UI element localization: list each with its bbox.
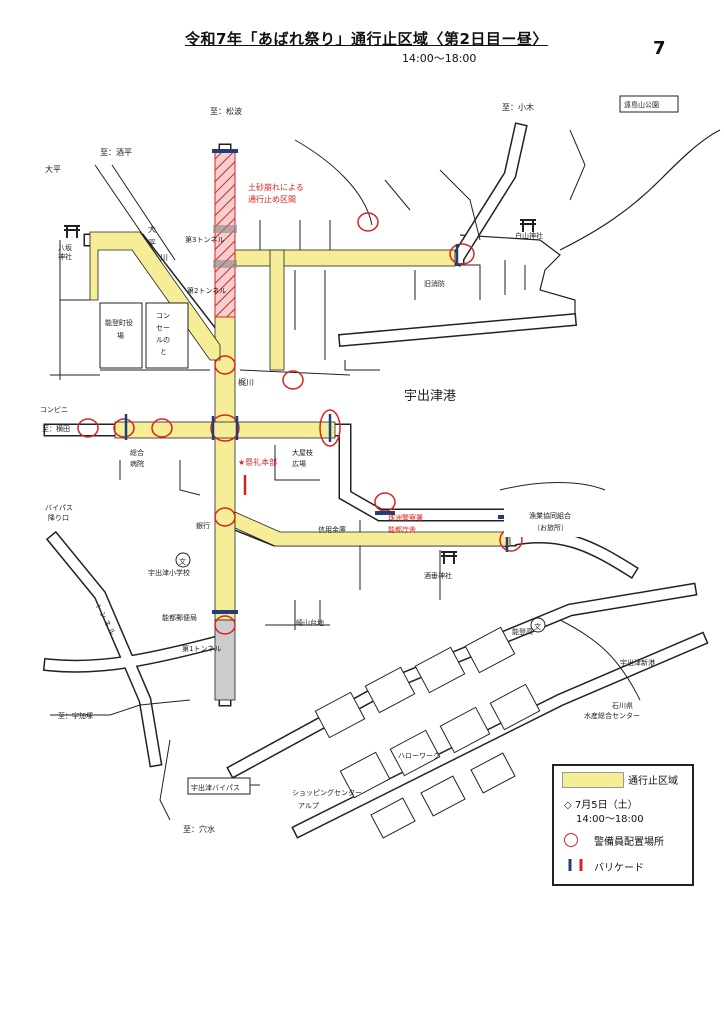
page-number: 7 xyxy=(653,38,666,59)
kajikawa-label: 梶川 xyxy=(238,377,254,387)
legend-barricade-label: バリケード xyxy=(594,863,644,874)
legend-guard-label: 警備員配置場所 xyxy=(594,837,664,848)
map-title: 令和7年「あばれ祭り」通行止区域〈第2日目ー昼〉 xyxy=(185,30,548,48)
sakadare-label: 酒垂神社 xyxy=(424,571,452,580)
plateau-label: 崎山台地 xyxy=(296,618,324,627)
dest-otaira: 大平 xyxy=(45,164,61,174)
fishery-2: （お旅所） xyxy=(533,523,568,532)
noto-high-label: 能登高 xyxy=(512,627,533,636)
concert-4: と xyxy=(160,348,167,356)
concert-2: セー xyxy=(156,324,170,332)
ishikawa-1: 石川県 xyxy=(612,702,633,710)
legend-guard-circle-icon xyxy=(564,833,578,847)
plaza-1: 大屋枝 xyxy=(292,448,313,457)
plaza-2: 広場 xyxy=(292,459,306,468)
town-office-2: 場 xyxy=(117,331,124,340)
shopping-1: ショッピングセンター xyxy=(292,788,362,797)
police-2: 能都庁舎 xyxy=(388,525,416,534)
ujitsu-port-label: 宇出津港 xyxy=(404,389,456,404)
new-port-label: 宇出津新港 xyxy=(620,658,655,667)
school-mark-2: 文 xyxy=(534,622,541,631)
bypass-label: 宇出津バイパス xyxy=(191,783,240,792)
legend-closure-swatch xyxy=(562,772,624,788)
concert-3: ルの xyxy=(156,336,170,344)
river-1: 大 xyxy=(148,224,156,234)
road-network xyxy=(42,122,709,839)
hospital-1: 総合 xyxy=(130,448,144,457)
bank-label: 銀行 xyxy=(196,521,210,530)
coastline xyxy=(559,129,721,251)
school-label: 宇出津小学校 xyxy=(148,568,190,577)
landslide-note-1: 土砂崩れによる xyxy=(248,182,304,192)
yasaka-label-2: 神社 xyxy=(58,252,72,261)
hakusan-label: 白山神社 xyxy=(515,231,543,240)
post-office-label: 能都郵便局 xyxy=(162,613,197,622)
festival-hq-label: ★祭礼本部 xyxy=(238,457,277,467)
police-1: 珠洲警察署 xyxy=(388,513,423,522)
fishery-1: 漁業協同組合 xyxy=(529,511,571,520)
river-2: 平 xyxy=(148,239,156,248)
dest-omachi: 至：酒平 xyxy=(100,148,132,157)
legend-barricade-icon xyxy=(564,858,588,872)
yasaka-label: 八坂 xyxy=(58,243,72,252)
bypass-exit-2: 降り口 xyxy=(48,513,69,522)
dest-kaga: 至：宇加塚 xyxy=(58,711,93,720)
shinkin-label: 信用金庫 xyxy=(318,525,346,534)
dest-yokota: 至：横田 xyxy=(42,424,70,433)
tunnel-2-label: 第2トンネル xyxy=(187,286,226,295)
shopping-2: アルプ xyxy=(298,802,319,810)
concert-1: コン xyxy=(156,312,170,320)
old-station-label: 旧消防 xyxy=(424,279,445,288)
legend-time: 14:00～18:00 xyxy=(576,814,644,825)
legend-closure-label: 通行止区域 xyxy=(628,776,678,787)
convenience-label: コンビニ xyxy=(40,405,68,414)
noto-park-label: 遠島山公園 xyxy=(624,100,659,109)
time-range: 14:00～18:00 xyxy=(402,52,477,65)
tunnel-3-label: 第3トンネル xyxy=(185,235,224,244)
dest-matsunami: 至：松波 xyxy=(210,106,242,116)
tunnel-1-label: 第1トンネル xyxy=(182,644,221,653)
hello-work-label: ハローワーク xyxy=(398,752,440,760)
ishikawa-2: 水産総合センター xyxy=(584,711,640,720)
river-3: 川 xyxy=(160,253,168,262)
dest-oki: 至：小木 xyxy=(502,102,534,112)
legend-box: 通行止区域 ◇ 7月5日（土） 14:00～18:00 警備員配置場所 バリケー… xyxy=(552,764,694,886)
landslide-note-2: 通行止め区間 xyxy=(248,194,296,204)
shrine-icons xyxy=(64,219,536,564)
dest-anamizu: 至：穴水 xyxy=(183,824,215,834)
legend-date: ◇ 7月5日（土） xyxy=(564,800,638,811)
hospital-2: 病院 xyxy=(130,459,144,468)
town-office-1: 能登町役 xyxy=(105,318,133,327)
harbor-blocks xyxy=(314,626,541,839)
bypass-exit-1: バイパス xyxy=(45,504,73,512)
school-mark-1: 文 xyxy=(179,557,186,566)
